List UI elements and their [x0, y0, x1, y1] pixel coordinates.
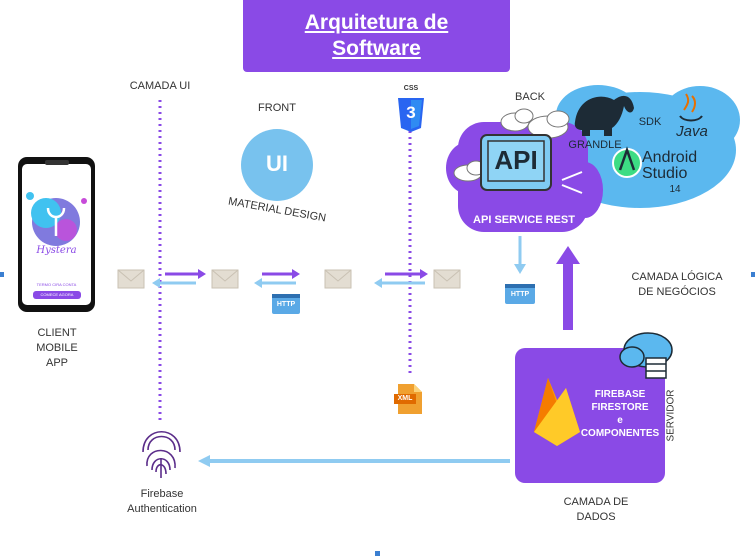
api-text: API — [494, 145, 538, 175]
auth-line-2: Authentication — [127, 503, 197, 515]
firebase-flame-icon — [534, 378, 580, 446]
firebase-auth-label: Firebase Authentication — [110, 487, 214, 517]
gradle-elephant — [574, 95, 634, 136]
firebase-db-line-1: FIREBASE — [594, 389, 646, 400]
client-line-2: MOBILE — [36, 342, 78, 354]
client-mobile-label: CLIENT MOBILE APP — [20, 326, 94, 371]
phone-start-button[interactable]: COMECE AGORA — [40, 292, 74, 297]
phone-mockup — [18, 157, 95, 312]
grandle-label: GRANDLE — [568, 139, 622, 151]
back-label: BACK — [515, 91, 545, 103]
data-line-2: DADOS — [576, 511, 616, 523]
auth-line-1: Firebase — [140, 488, 184, 500]
cloud-database-icon — [619, 332, 673, 379]
xml-file-icon — [394, 384, 422, 414]
fingerprint-icon — [142, 430, 181, 478]
xml-badge-text: XML — [397, 395, 413, 402]
server-label: SERVIDOR — [665, 389, 677, 442]
title-line-1: Arquitetura de — [304, 11, 449, 34]
firebase-box — [515, 348, 665, 483]
data-line-1: CAMADA DE — [563, 496, 629, 508]
android-version: 14 — [669, 184, 681, 195]
css3-shield — [398, 98, 424, 132]
firebase-db-line-4: COMPONENTES — [580, 428, 660, 439]
camada-ui-label: CAMADA UI — [129, 80, 191, 92]
app-name: Hystera — [36, 245, 77, 256]
http-badge-icons — [272, 284, 535, 314]
firebase-db-label: FIREBASE FIRESTORE e COMPONENTES — [580, 388, 660, 440]
data-layer-label: CAMADA DE DADOS — [548, 495, 644, 525]
android-studio-logo — [612, 146, 642, 178]
logic-line-2: DE NEGÓCIOS — [638, 286, 716, 298]
sdk-label: SDK — [638, 116, 662, 128]
android-line-2: Studio — [642, 165, 688, 182]
title-banner — [243, 0, 510, 72]
ui-circle — [241, 129, 313, 201]
css-number-text: 3 — [406, 103, 416, 122]
up-arrow-shaft — [563, 262, 573, 330]
envelope-icons — [117, 269, 461, 289]
firebase-db-line-3: e — [617, 415, 623, 426]
firebase-db-line-2: FIRESTORE — [591, 402, 649, 413]
logic-line-1: CAMADA LÓGICA — [631, 271, 723, 283]
ui-badge-text: UI — [266, 151, 288, 176]
android-studio-label: Android Studio — [642, 150, 712, 182]
http-badge-2-text: HTTP — [510, 291, 530, 298]
page-title: Arquitetura de Software — [243, 10, 510, 62]
api-service-label: API SERVICE REST — [473, 214, 575, 226]
client-line-1: CLIENT — [37, 327, 77, 339]
front-label: FRONT — [258, 102, 296, 114]
java-label: Java — [676, 123, 708, 140]
cloud-shapes — [453, 108, 570, 182]
bidirectional-arrows — [152, 269, 428, 288]
http-badge-1-text: HTTP — [276, 301, 296, 308]
android-line-1: Android — [642, 149, 698, 166]
client-line-3: APP — [45, 357, 68, 369]
auth-arrow — [198, 455, 210, 467]
css-badge-text: CSS — [403, 85, 419, 92]
java-logo — [679, 93, 703, 122]
logic-layer-label: CAMADA LÓGICA DE NEGÓCIOS — [622, 270, 732, 300]
up-arrow-head — [556, 246, 580, 264]
phone-link-text[interactable]: TERMO CIRA CONTA — [36, 282, 77, 287]
title-line-2: Software — [332, 37, 421, 60]
api-down-arrow — [514, 264, 526, 274]
